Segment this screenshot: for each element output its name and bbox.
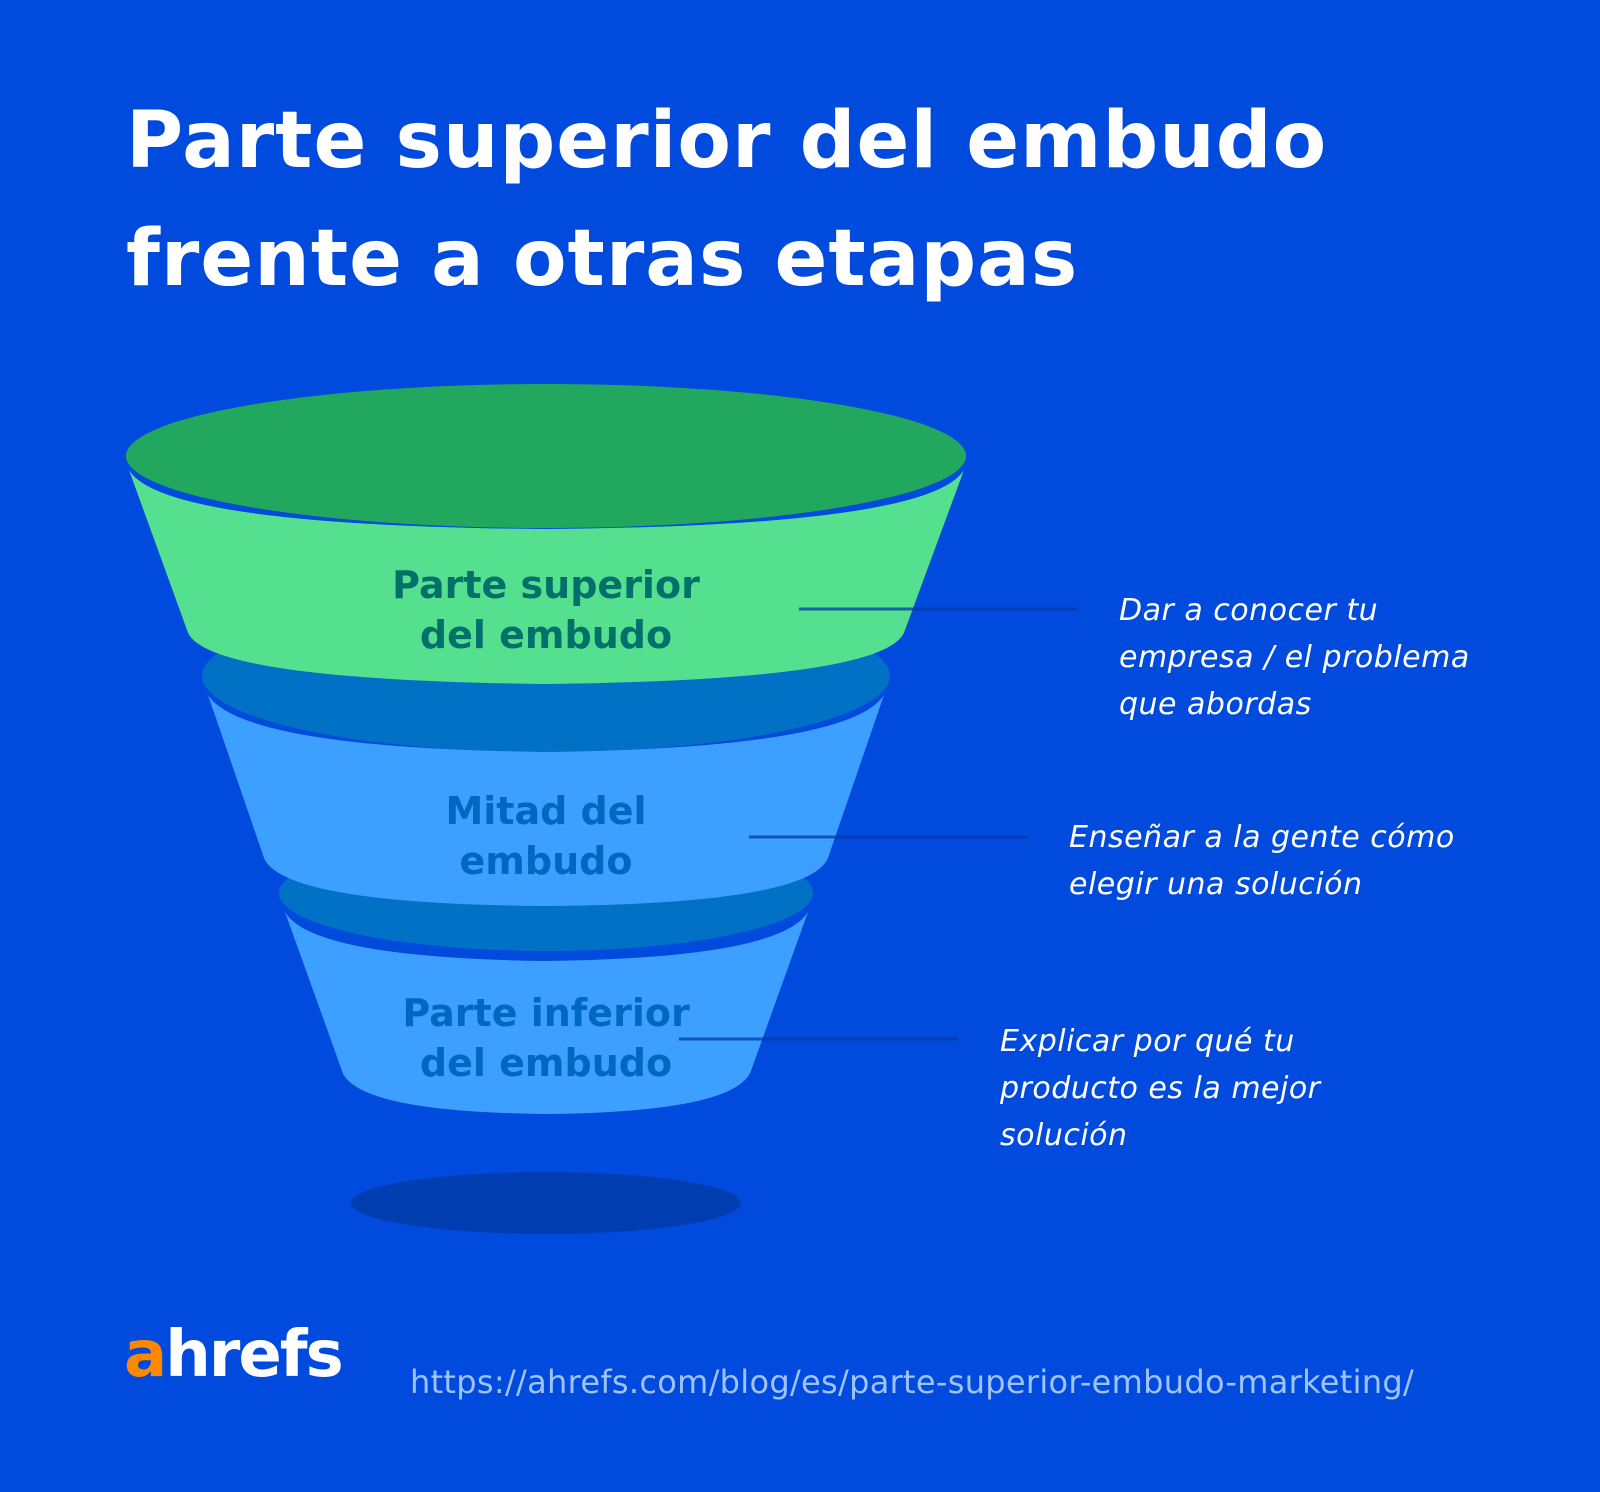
description-line: Enseñar a la gente cómo — [1069, 820, 1455, 855]
stage-label-bottom: Parte inferior del embudo — [296, 988, 796, 1088]
title-line-1: Parte superior del embudo — [126, 96, 1328, 186]
funnel-stage-top — [126, 384, 966, 684]
stage-description-bottom: Explicar por qué tu producto es la mejor… — [1000, 1018, 1321, 1159]
stage-description-middle: Enseñar a la gente cómo elegir una soluc… — [1069, 814, 1455, 908]
stage-label-bottom-line-1: Parte inferior — [402, 991, 690, 1035]
stage-label-middle-line-2: embudo — [459, 839, 633, 883]
stage-label-top-line-1: Parte superior — [392, 563, 700, 607]
description-line: elegir una solución — [1069, 867, 1363, 902]
description-line: Explicar por qué tu — [1000, 1024, 1295, 1059]
stage-label-middle-line-1: Mitad del — [445, 789, 647, 833]
source-url[interactable]: https://ahrefs.com/blog/es/parte-superio… — [410, 1363, 1415, 1401]
description-line: empresa / el problema — [1119, 640, 1470, 675]
stage-description-top: Dar a conocer tu empresa / el problema q… — [1119, 587, 1470, 728]
logo-wordmark: hrefs — [165, 1318, 343, 1392]
description-line: solución — [1000, 1118, 1128, 1153]
stage-label-bottom-line-2: del embudo — [419, 1041, 673, 1085]
description-line: producto es la mejor — [1000, 1071, 1321, 1106]
stage-label-middle: Mitad del embudo — [296, 786, 796, 886]
logo-accent-letter: a — [124, 1318, 167, 1392]
stage-label-top-line-2: del embudo — [419, 613, 673, 657]
funnel-shadow — [351, 1172, 741, 1234]
title-line-2: frente a otras etapas — [126, 214, 1079, 304]
description-line: que abordas — [1119, 687, 1312, 722]
ahrefs-logo: ahrefs — [124, 1318, 344, 1392]
description-line: Dar a conocer tu — [1119, 593, 1379, 628]
stage-label-top: Parte superior del embudo — [296, 560, 796, 660]
page-title: Parte superior del embudo frente a otras… — [126, 82, 1327, 318]
